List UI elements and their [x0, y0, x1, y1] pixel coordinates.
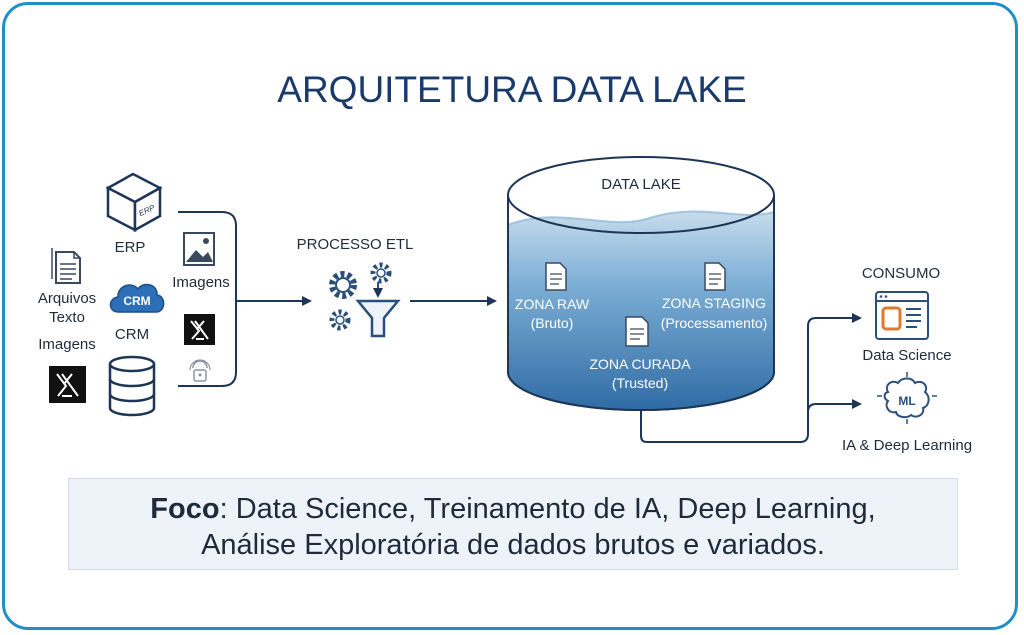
document-icon-staging — [704, 262, 726, 291]
data-lake-label: DATA LAKE — [601, 176, 680, 193]
imagens-right-label: Imagens — [172, 274, 230, 291]
zone-curada-name: ZONA CURADA — [589, 356, 691, 372]
erp-label: ERP — [115, 239, 146, 256]
imagens-left-label: Imagens — [38, 336, 96, 353]
document-icon-curada — [625, 316, 649, 347]
focus-text-1: : Data Science, Treinamento de IA, Deep … — [219, 493, 876, 525]
brain-icon: ML — [877, 372, 937, 424]
zone-raw-sub: (Bruto) — [531, 315, 574, 331]
lock-icon — [189, 359, 211, 382]
funnel-icon — [355, 282, 401, 338]
data-lake-cylinder — [507, 156, 775, 411]
consumo-label: CONSUMO — [862, 265, 940, 282]
document-icon-raw — [545, 262, 567, 291]
source-connector — [178, 211, 312, 387]
document-icon — [51, 248, 81, 284]
focus-line-1: Foco: Data Science, Treinamento de IA, D… — [69, 491, 957, 527]
page-title: ARQUITETURA DATA LAKE — [277, 69, 746, 110]
crm-label: CRM — [115, 326, 149, 343]
zone-staging-name: ZONA STAGING — [662, 295, 766, 311]
texto-label: Texto — [49, 309, 85, 326]
data-science-label: Data Science — [862, 347, 951, 364]
dashboard-icon — [875, 291, 929, 340]
arquivos-label: Arquivos — [38, 290, 96, 307]
image-icon — [183, 232, 215, 266]
database-icon — [108, 355, 156, 417]
zone-raw-name: ZONA RAW — [515, 296, 590, 312]
gear-icon — [329, 262, 392, 331]
output-connector — [640, 313, 862, 443]
focus-line-2: Análise Exploratória de dados brutos e v… — [201, 529, 825, 561]
crm-cloud-icon: CRM — [109, 283, 165, 313]
crm-badge-text: CRM — [123, 294, 150, 308]
server-box-icon: ERP — [105, 172, 163, 233]
x-logo-icon — [49, 366, 86, 403]
ia-deep-learning-label: IA & Deep Learning — [842, 437, 972, 454]
etl-label: PROCESSO ETL — [297, 236, 414, 253]
zone-staging-sub: (Processamento) — [661, 315, 768, 331]
zone-curada-sub: (Trusted) — [612, 375, 668, 391]
focus-box: Foco: Data Science, Treinamento de IA, D… — [68, 478, 958, 570]
focus-bold: Foco — [150, 493, 220, 525]
ml-icon-text: ML — [898, 394, 915, 408]
x-logo-icon-2 — [184, 314, 215, 345]
